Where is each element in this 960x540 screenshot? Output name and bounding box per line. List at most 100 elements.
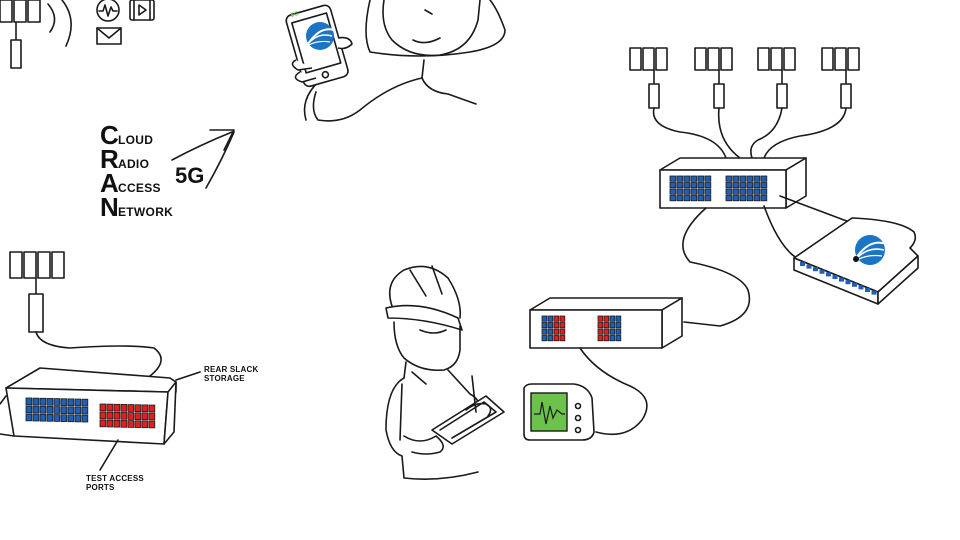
port-cell [113,411,121,420]
port-cell [74,398,82,407]
port-cell [148,412,156,421]
port-cell [704,188,712,195]
test-access-callout: TEST ACCESS PORTS [86,474,144,492]
port-cell [559,315,566,322]
port-cell [697,195,705,202]
waveform-trace [534,401,565,425]
port-cell [553,328,560,335]
port-cell [732,175,740,182]
antenna-tower-bottomleft [9,251,162,381]
port-cell [676,195,684,202]
port-cell [106,411,114,420]
port-cell [732,195,740,202]
port-cell [597,328,604,335]
callout-line: STORAGE [204,374,245,383]
port-cell [99,403,107,412]
port-cell [559,328,566,335]
acronym-initial: N [100,192,119,222]
port-cell [690,175,698,182]
callout-leader [175,371,201,381]
acronym-initial: C [100,120,119,150]
port-cell [60,398,68,406]
port-cell [67,414,75,423]
port-cell [865,288,870,292]
acronym-line: A CCESS [100,168,173,198]
port-cell [74,406,82,415]
acronym-line: R ADIO [100,144,173,174]
port-cell [760,195,768,202]
port-cell [858,285,864,290]
port-cell [53,398,61,406]
port-cell [603,335,610,342]
acronym-line: N ETWORK [100,192,174,222]
port-grid-blue [669,175,712,202]
port-cell [760,188,768,195]
port-cell [609,335,616,342]
port-cell [141,412,149,421]
callout-line: PORTS [86,483,115,492]
port-cell [106,419,114,428]
port-cell [732,188,740,195]
port-cell [845,280,851,285]
port-cell [871,290,877,295]
acronym-word-rest: LOUD [118,133,154,147]
port-cell [60,414,68,422]
port-cell [127,420,135,428]
port-cell [690,182,698,189]
port-cell [609,315,616,322]
port-cell [597,322,604,329]
acronym-word-rest: ADIO [118,157,150,171]
port-cell [839,277,844,282]
test-cable [579,347,648,436]
port-cell [615,335,622,342]
port-cell [53,406,61,414]
port-cell [120,420,128,428]
callout-leader [99,439,119,471]
port-cell [32,413,40,422]
port-cell [832,275,838,279]
port-cell [760,175,768,182]
port-cell [676,175,684,182]
port-cell [615,315,622,322]
port-cell [725,175,733,182]
port-cell [81,414,89,423]
port-cell [559,335,566,342]
port-cell [148,420,156,429]
port-cell [553,315,560,322]
port-grid-blue-red [541,315,566,342]
port-cell [99,411,107,420]
port-cell [134,420,142,428]
acronym-word-rest: ETWORK [118,205,174,219]
port-cell [725,195,733,202]
port-cell [739,175,747,182]
rear-slack-callout: REAR SLACK STORAGE [204,365,258,383]
acronym-line: C LOUD [100,120,173,150]
port-cell [690,195,698,202]
port-cell [148,404,156,413]
port-cell [669,175,677,182]
person-with-phone [285,0,506,122]
port-cell [746,175,754,182]
port-cell [53,414,61,422]
port-cell [134,404,142,412]
port-cell [127,412,135,420]
scope-knob [574,426,582,434]
router-logo [853,235,887,265]
generation-label: 5G [175,163,205,188]
port-cell [669,195,677,202]
port-cell [800,262,805,266]
callout-line: TEST ACCESS [86,474,144,483]
port-cell [113,403,121,412]
port-cell [690,188,698,195]
port-cell [597,335,604,342]
port-row-blue [800,262,877,295]
port-cell [25,397,33,406]
port-cell [813,267,818,272]
port-cell [739,182,747,189]
phone-logo [306,22,335,50]
baseband-unit-middle [529,297,683,349]
port-cell [732,182,740,189]
port-cell [597,315,604,322]
port-cell [806,264,812,269]
